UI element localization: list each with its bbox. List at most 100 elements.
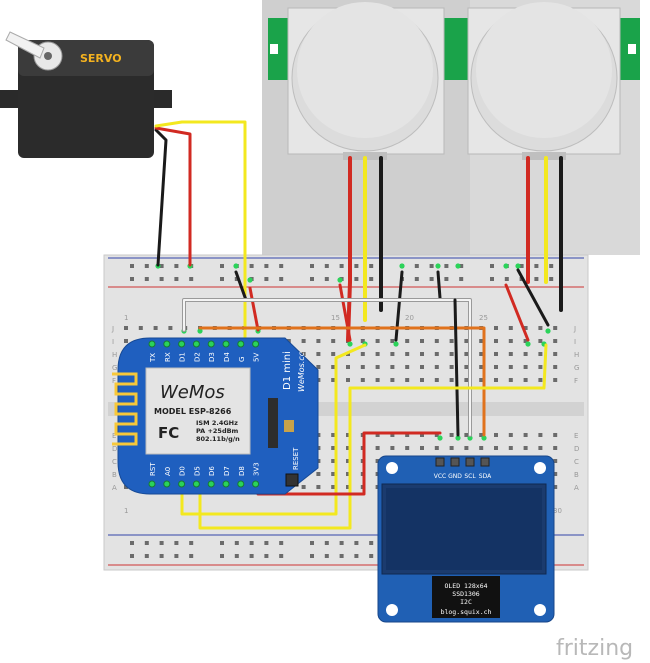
connected-hole [481,435,487,441]
breadboard-hole [479,352,484,356]
connected-hole [455,263,461,269]
breadboard-hole [553,433,558,437]
breadboard-hole [375,446,380,450]
wemos-antenna [112,372,138,446]
breadboard-hole [553,446,558,450]
oled-pin [465,457,475,467]
breadboard-hole [434,433,439,437]
rail-hole [279,264,284,268]
oled-pin-label: VCC [434,473,446,480]
col-label-1: 1 [124,314,128,322]
wire-red-jumper-2 [338,283,352,342]
row-label-i-right: I [574,338,576,346]
wire-servo-yellow [154,120,247,492]
rail-hole [264,554,269,558]
rail-hole [189,541,194,545]
rail-hole [220,554,224,558]
rail-hole [264,541,269,545]
breadboard-hole [405,352,410,356]
oled-line-4: blog.squix.ch [441,608,492,616]
breadboard-hole [538,433,543,437]
row-label-f-right: F [574,377,578,385]
breadboard-hole [346,446,350,450]
rail-hole [310,541,314,545]
connected-hole [399,263,405,269]
breadboard-hole [538,339,543,343]
breadboard-hole [390,433,395,437]
rail-hole [130,277,134,281]
rail-hole [234,277,239,281]
wemos-bottom-pin [237,480,245,488]
breadboard-hole [553,326,558,330]
wemos-top-pin-label: D1 [179,352,187,362]
oled-pin-label: SCL [464,473,476,480]
breadboard-hole [405,378,410,382]
wemos-top-pin [192,340,200,348]
oled-pin-label: SDA [479,473,492,480]
connected-hole [197,328,203,334]
breadboard-hole [124,326,128,330]
breadboard-hole [124,339,128,343]
rail-hole [310,554,314,558]
breadboard-hole [449,352,454,356]
breadboard-hole [346,485,350,489]
rail-hole [429,264,434,268]
rail-hole [339,541,344,545]
breadboard-hole [464,365,469,369]
breadboard-hole [124,485,128,489]
oled-pin [435,457,445,467]
breadboard-hole [494,365,498,369]
rail-hole [144,264,149,268]
connected-hole [393,341,399,347]
wire-servo-red [154,126,192,267]
wemos-d1-mini: WeMos MODEL ESP-8266 FC ISM 2.4GHz PA +2… [112,337,319,495]
rail-hole [220,541,224,545]
rail-hole [279,541,284,545]
rail-hole [354,554,359,558]
breadboard-hole [508,365,513,369]
rail-hole [249,264,254,268]
breadboard-hole [553,365,558,369]
breadboard-hole [494,446,498,450]
breadboard-hole [434,365,439,369]
wire-servo-black [154,128,168,267]
breadboard-hole [449,446,454,450]
wemos-pa: PA +25dBm [196,427,239,435]
reset-button[interactable] [285,473,299,487]
rail-hole [189,277,194,281]
breadboard-hole [331,365,336,369]
wemos-bottom-pin [207,480,215,488]
breadboard-hole [479,365,484,369]
wemos-top-pin [163,340,171,348]
rail-hole [339,264,344,268]
rail-hole [339,554,344,558]
wemos-bottom-pin [148,480,156,488]
rail-hole [220,264,224,268]
rail-hole [174,554,179,558]
breadboard-hole [508,378,513,382]
wemos-wifi: 802.11b/g/n [196,435,240,443]
rail-hole [310,264,314,268]
breadboard-hole [464,446,469,450]
breadboard-hole [331,378,336,382]
wemos-bottom-pin [163,480,171,488]
col-label-15: 15 [331,314,340,322]
breadboard-hole [494,339,498,343]
breadboard-hole [316,352,321,356]
servo-motor: SERVO [0,31,172,158]
wemos-bottom-pin-label: D7 [223,466,231,476]
wemos-logo: WeMos [160,382,225,403]
wemos-top-pin-label: D4 [223,352,231,362]
breadboard-hole [449,433,454,437]
breadboard-hole [316,365,321,369]
wemos-top-pin [207,340,215,348]
breadboard-hole [405,339,410,343]
wemos-bottom-pin [222,480,230,488]
row-label-b-right: B [574,471,579,479]
breadboard-hole [538,446,543,450]
breadboard-hole [479,378,484,382]
breadboard-hole [301,339,306,343]
breadboard-hole [508,352,513,356]
row-label-g: G [112,364,117,372]
